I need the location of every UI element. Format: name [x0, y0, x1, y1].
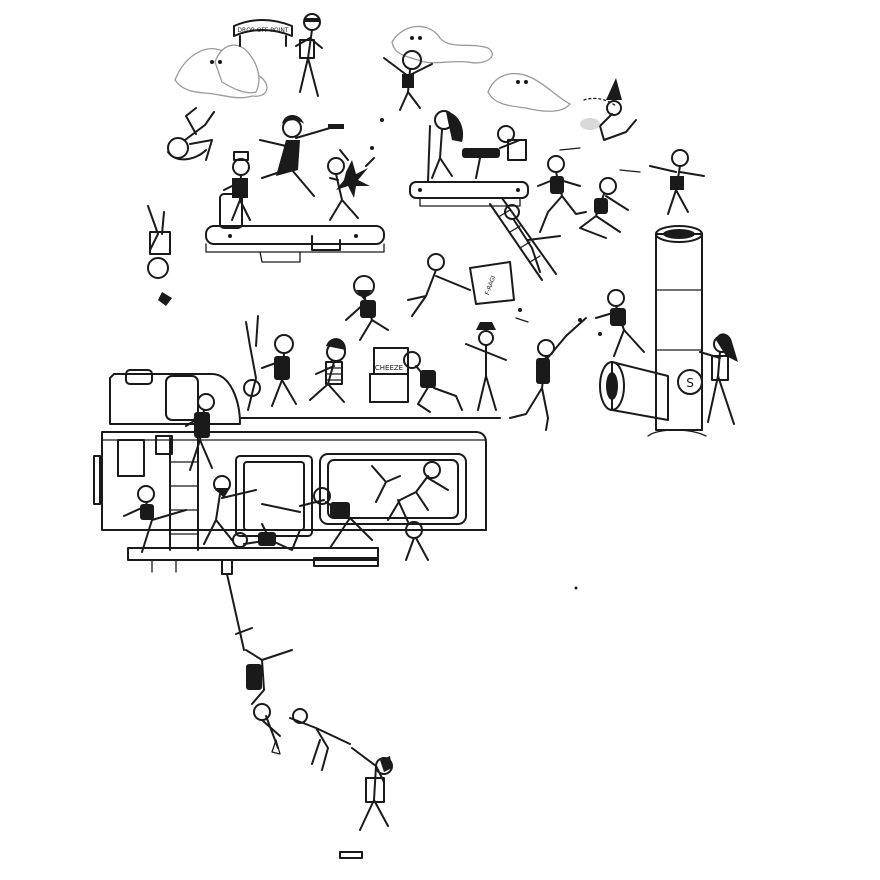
- explosion-burst: [327, 149, 375, 221]
- hanging-chain: [221, 559, 393, 859]
- cannon-tower: S: [599, 225, 707, 437]
- banner-text: DROP-OFF POINT: [237, 27, 288, 34]
- diagonal-ladder: [489, 197, 561, 281]
- bus-fighters: [123, 393, 449, 561]
- running-men-right: [537, 149, 705, 239]
- ghost-right: [487, 72, 572, 112]
- ghost-middle: [391, 25, 493, 64]
- upper-right-platform: [409, 125, 529, 207]
- falling-figure-top-left: [167, 107, 215, 161]
- woman-at-tower: [699, 333, 738, 425]
- chef-figure: [223, 151, 251, 221]
- gunner-with-minigun: [431, 110, 527, 179]
- cannon-emblem: S: [686, 376, 694, 390]
- fighter-woman-gun: [259, 115, 344, 197]
- bus-vehicle: [93, 369, 487, 573]
- top-figures: [295, 13, 637, 141]
- drop-off-banner: DROP-OFF POINT: [233, 19, 293, 47]
- bat-swinger: [509, 317, 587, 431]
- ghost-group: [174, 25, 572, 112]
- crate-label: CHEEZE: [375, 364, 403, 372]
- upside-down-figure: [147, 205, 172, 306]
- upper-left-platform: [205, 193, 385, 263]
- figure-on-cannon: [595, 289, 645, 357]
- box-label: F-RAGI: [484, 275, 497, 296]
- middle-brawl: F-RAGI CHEEZE: [239, 253, 515, 419]
- debris-splatters: [370, 97, 641, 590]
- ghost-left-small: [214, 44, 260, 94]
